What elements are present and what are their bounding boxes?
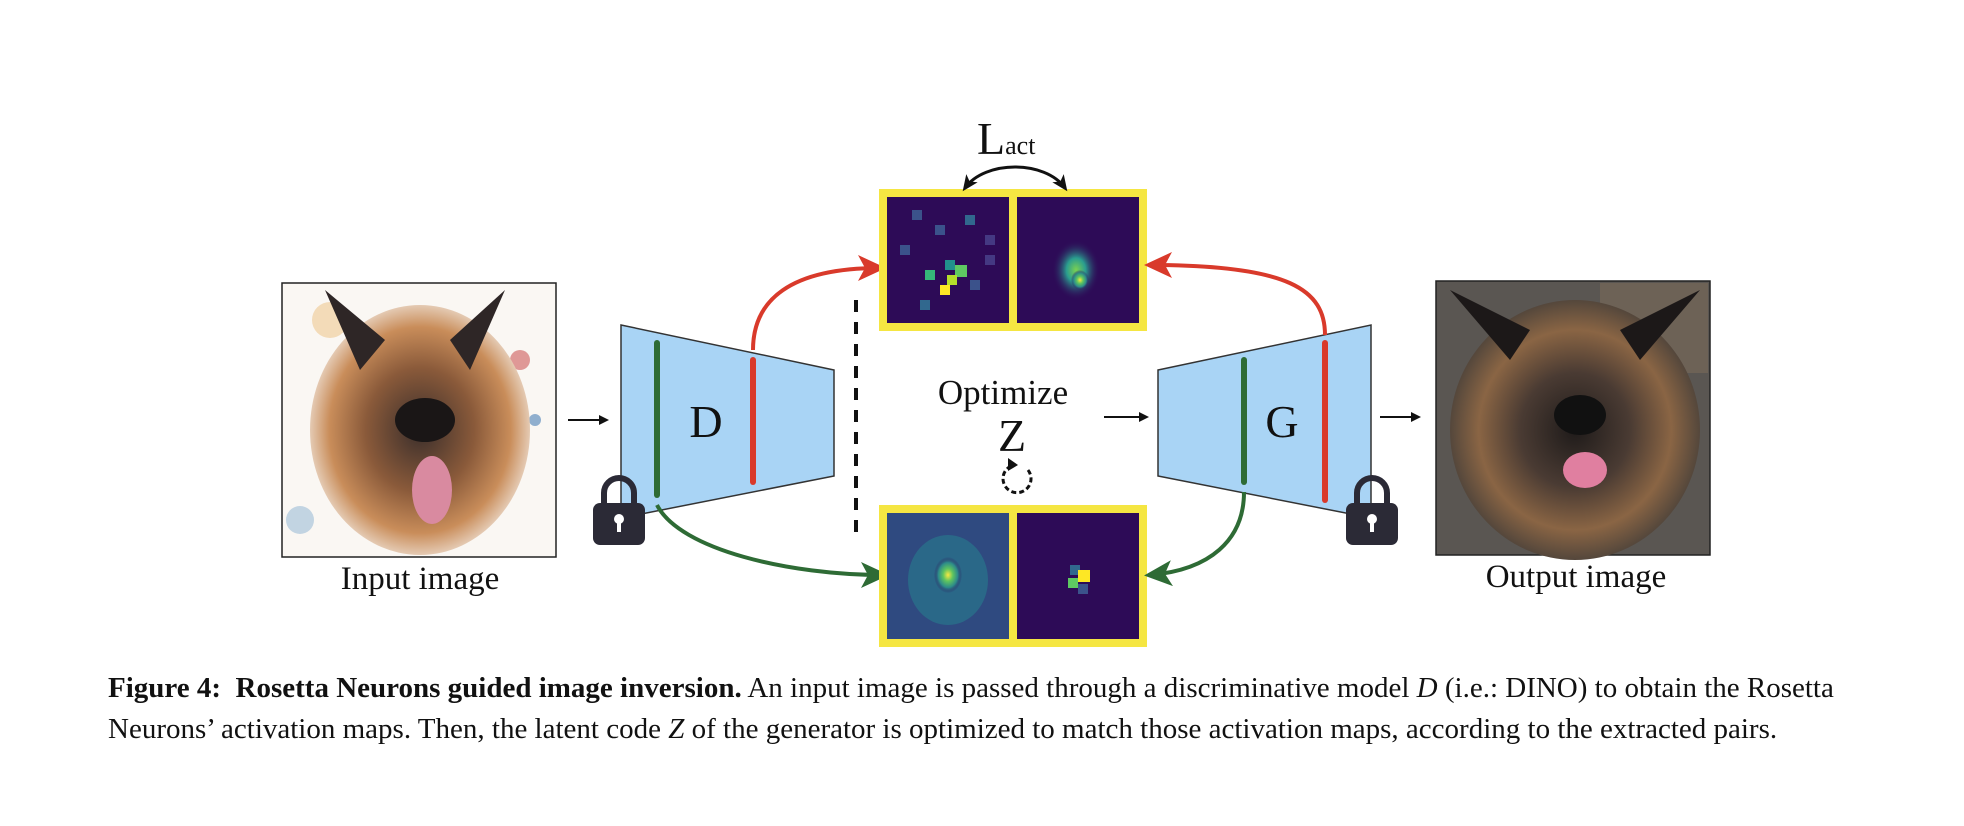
figure-caption: Figure 4: Rosetta Neurons guided image i… — [108, 668, 1908, 750]
caption-var-z: Z — [668, 713, 685, 745]
red-path-g — [1144, 252, 1327, 336]
bottom-activation-maps — [879, 505, 1147, 647]
caption-var-d: D — [1416, 672, 1438, 704]
lock-icon — [593, 475, 645, 545]
caption-text-1: An input image is passed through a discr… — [741, 672, 1417, 704]
discriminator-network — [620, 324, 835, 519]
input-image-label: Input image — [341, 561, 500, 597]
green-path-g — [1144, 491, 1246, 587]
caption-text-3: of the generator is optimized to match t… — [684, 713, 1778, 745]
red-path-d — [751, 255, 886, 351]
generator-label: G — [1265, 396, 1298, 447]
lock-icon — [1346, 475, 1398, 545]
loss-label: Lact — [977, 113, 1036, 164]
latent-z-label: Z — [998, 410, 1026, 461]
input-image — [281, 282, 557, 558]
green-path-d — [655, 504, 889, 588]
discriminator-label: D — [689, 396, 722, 447]
caption-figure-number: Figure 4: — [108, 672, 222, 704]
optimize-label: Optimize — [938, 373, 1068, 412]
pixel-map-top-left — [900, 210, 995, 310]
loss-symbol: L — [977, 113, 1005, 164]
inversion-diagram: Input image D — [281, 113, 1711, 647]
caption-title: Rosetta Neurons guided image inversion. — [235, 672, 742, 704]
refresh-icon — [1001, 458, 1033, 495]
output-image-label: Output image — [1486, 559, 1667, 595]
top-activation-maps — [879, 189, 1147, 331]
output-image — [1435, 280, 1711, 560]
loss-subscript: act — [1005, 131, 1036, 160]
caption-text-2: (i.e.: DINO) to obtain the Rosetta Neuro… — [108, 672, 1834, 745]
loss-double-arrow — [962, 165, 1068, 192]
